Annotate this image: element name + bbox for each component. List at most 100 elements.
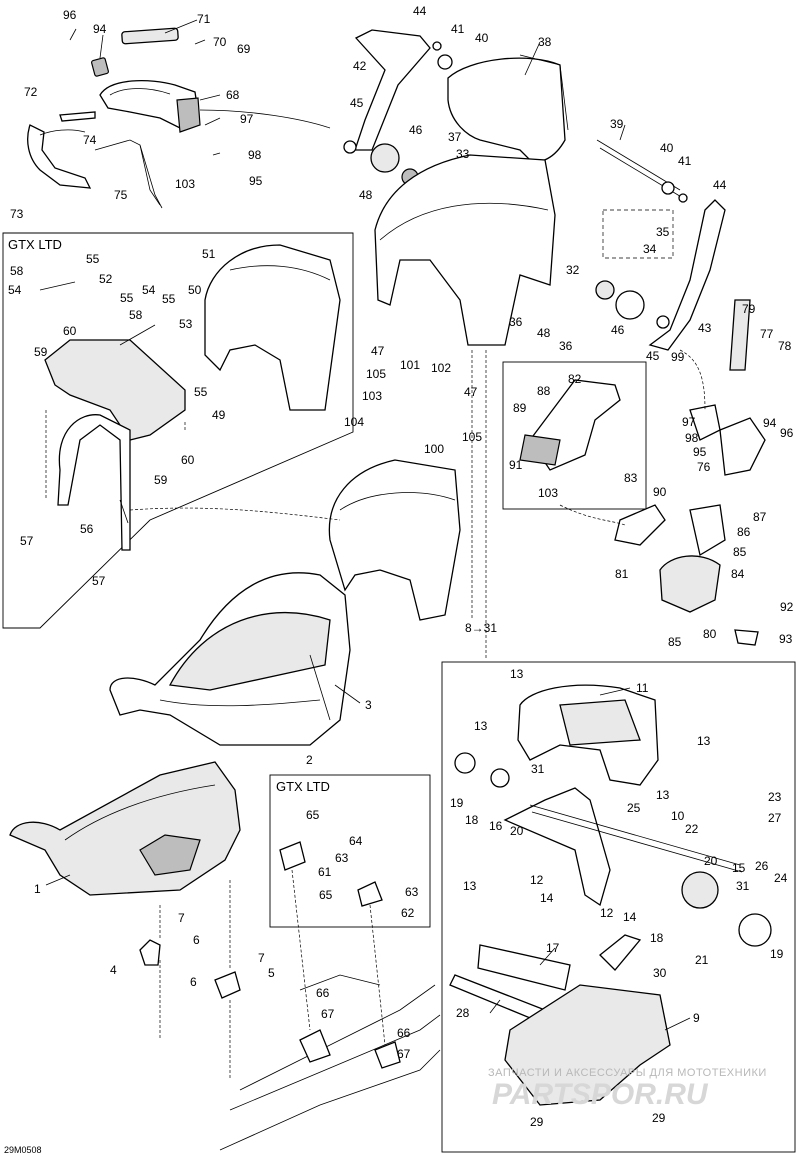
callout-13: 13: [510, 667, 524, 681]
callout-62: 62: [401, 906, 415, 920]
callout-90: 90: [653, 485, 667, 499]
callout-22: 22: [685, 822, 699, 836]
callout-9: 9: [693, 1011, 700, 1025]
callout-14: 14: [540, 891, 554, 905]
callout-20: 20: [510, 824, 524, 838]
callout-82: 82: [568, 372, 582, 386]
gtx-ltd-label: GTX LTD: [8, 237, 62, 252]
detail-box: [502, 361, 647, 510]
callout-26: 26: [755, 859, 769, 873]
callout-92: 92: [780, 600, 794, 614]
callout-72: 72: [24, 85, 38, 99]
callout-50: 50: [188, 283, 202, 297]
callout-19b: 19: [770, 947, 784, 961]
callout-12b: 12: [600, 906, 614, 920]
main-seat: [109, 572, 351, 746]
callout-66: 66: [316, 986, 330, 1000]
callout-40b: 40: [660, 141, 674, 155]
callout-3: 3: [365, 698, 372, 712]
callout-84: 84: [731, 567, 745, 581]
callout-40: 40: [475, 31, 489, 45]
callout-94: 94: [93, 22, 107, 36]
callout-86: 86: [737, 525, 751, 539]
callout-41b: 41: [678, 154, 692, 168]
callout-103c: 103: [538, 486, 558, 500]
callout-29: 29: [530, 1115, 544, 1129]
callout-60b: 60: [181, 453, 195, 467]
callout-79: 79: [742, 302, 756, 316]
callout-105: 105: [366, 367, 386, 381]
callout-89: 89: [513, 401, 527, 415]
callout-34: 34: [643, 242, 657, 256]
callout-105b: 105: [462, 430, 482, 444]
callout-44: 44: [413, 4, 427, 18]
callout-78: 78: [778, 339, 792, 353]
callout-63: 63: [335, 851, 349, 865]
callout-59b: 59: [154, 473, 168, 487]
callout-6b: 6: [190, 975, 197, 989]
callout-42: 42: [353, 59, 367, 73]
callout-47b: 47: [464, 385, 478, 399]
callout-1: 1: [34, 882, 41, 896]
callout-5: 5: [268, 966, 275, 980]
callout-7: 7: [178, 911, 185, 925]
callout-67b: 67: [397, 1047, 411, 1061]
right-lower-panel: [441, 661, 796, 1153]
callout-32: 32: [566, 263, 580, 277]
rear-cover-assembly: [449, 684, 772, 1106]
callout-11: 11: [636, 681, 649, 695]
reference-note: 8→31: [465, 621, 497, 635]
callout-25: 25: [627, 801, 641, 815]
watermark-line2: PARTSPOR.RU: [492, 1078, 709, 1111]
callout-59: 59: [34, 345, 48, 359]
callout-52: 52: [99, 272, 113, 286]
callout-29b: 29: [652, 1111, 666, 1125]
callout-51: 51: [202, 247, 216, 261]
callout-99: 99: [671, 350, 685, 364]
callout-55d: 55: [194, 385, 208, 399]
passenger-handle-assembly: [27, 27, 331, 209]
callout-97: 97: [240, 112, 254, 126]
callout-60: 60: [63, 324, 77, 338]
watermark-line1: ЗАПЧАСТИ И АКСЕССУАРЫ ДЛЯ МОТОТЕХНИКИ: [488, 1067, 767, 1079]
callout-56: 56: [80, 522, 94, 536]
callout-98: 98: [248, 148, 262, 162]
callout-61: 61: [318, 865, 332, 879]
callout-21: 21: [695, 953, 709, 967]
callout-15: 15: [732, 861, 746, 875]
callout-2: 2: [306, 753, 313, 767]
callout-49: 49: [212, 408, 226, 422]
callout-18: 18: [465, 813, 479, 827]
callout-54b: 54: [142, 283, 156, 297]
callout-55: 55: [86, 252, 100, 266]
callout-77: 77: [760, 327, 774, 341]
callout-103b: 103: [362, 389, 382, 403]
callout-94b: 94: [763, 416, 777, 430]
callout-13e: 13: [463, 879, 477, 893]
callout-80: 80: [703, 627, 717, 641]
callout-68: 68: [226, 88, 240, 102]
lock-mechanism: [519, 379, 621, 471]
callout-57b: 57: [92, 574, 106, 588]
callout-76: 76: [697, 460, 711, 474]
callout-104: 104: [344, 415, 364, 429]
callout-14b: 14: [623, 910, 637, 924]
gtx-ltd-box-2: [269, 774, 431, 928]
callout-96b: 96: [780, 426, 794, 440]
callout-16: 16: [489, 819, 503, 833]
callout-54: 54: [8, 283, 22, 297]
callout-81: 81: [615, 567, 629, 581]
gtx-ltd-panel-frame: [2, 232, 354, 629]
callout-36: 36: [509, 315, 523, 329]
callout-97b: 97: [682, 415, 696, 429]
callout-18b: 18: [650, 931, 664, 945]
callout-39: 39: [610, 117, 624, 131]
callout-46: 46: [409, 123, 423, 137]
callout-65b: 65: [319, 888, 333, 902]
callout-labels: 96 94 71 70 69 72 68 74 97 98 75 103 95 …: [8, 4, 794, 1129]
callout-48: 48: [359, 188, 373, 202]
callout-27: 27: [768, 811, 782, 825]
callout-93: 93: [779, 632, 793, 646]
gtx-ltd-label-2: GTX LTD: [276, 779, 330, 794]
